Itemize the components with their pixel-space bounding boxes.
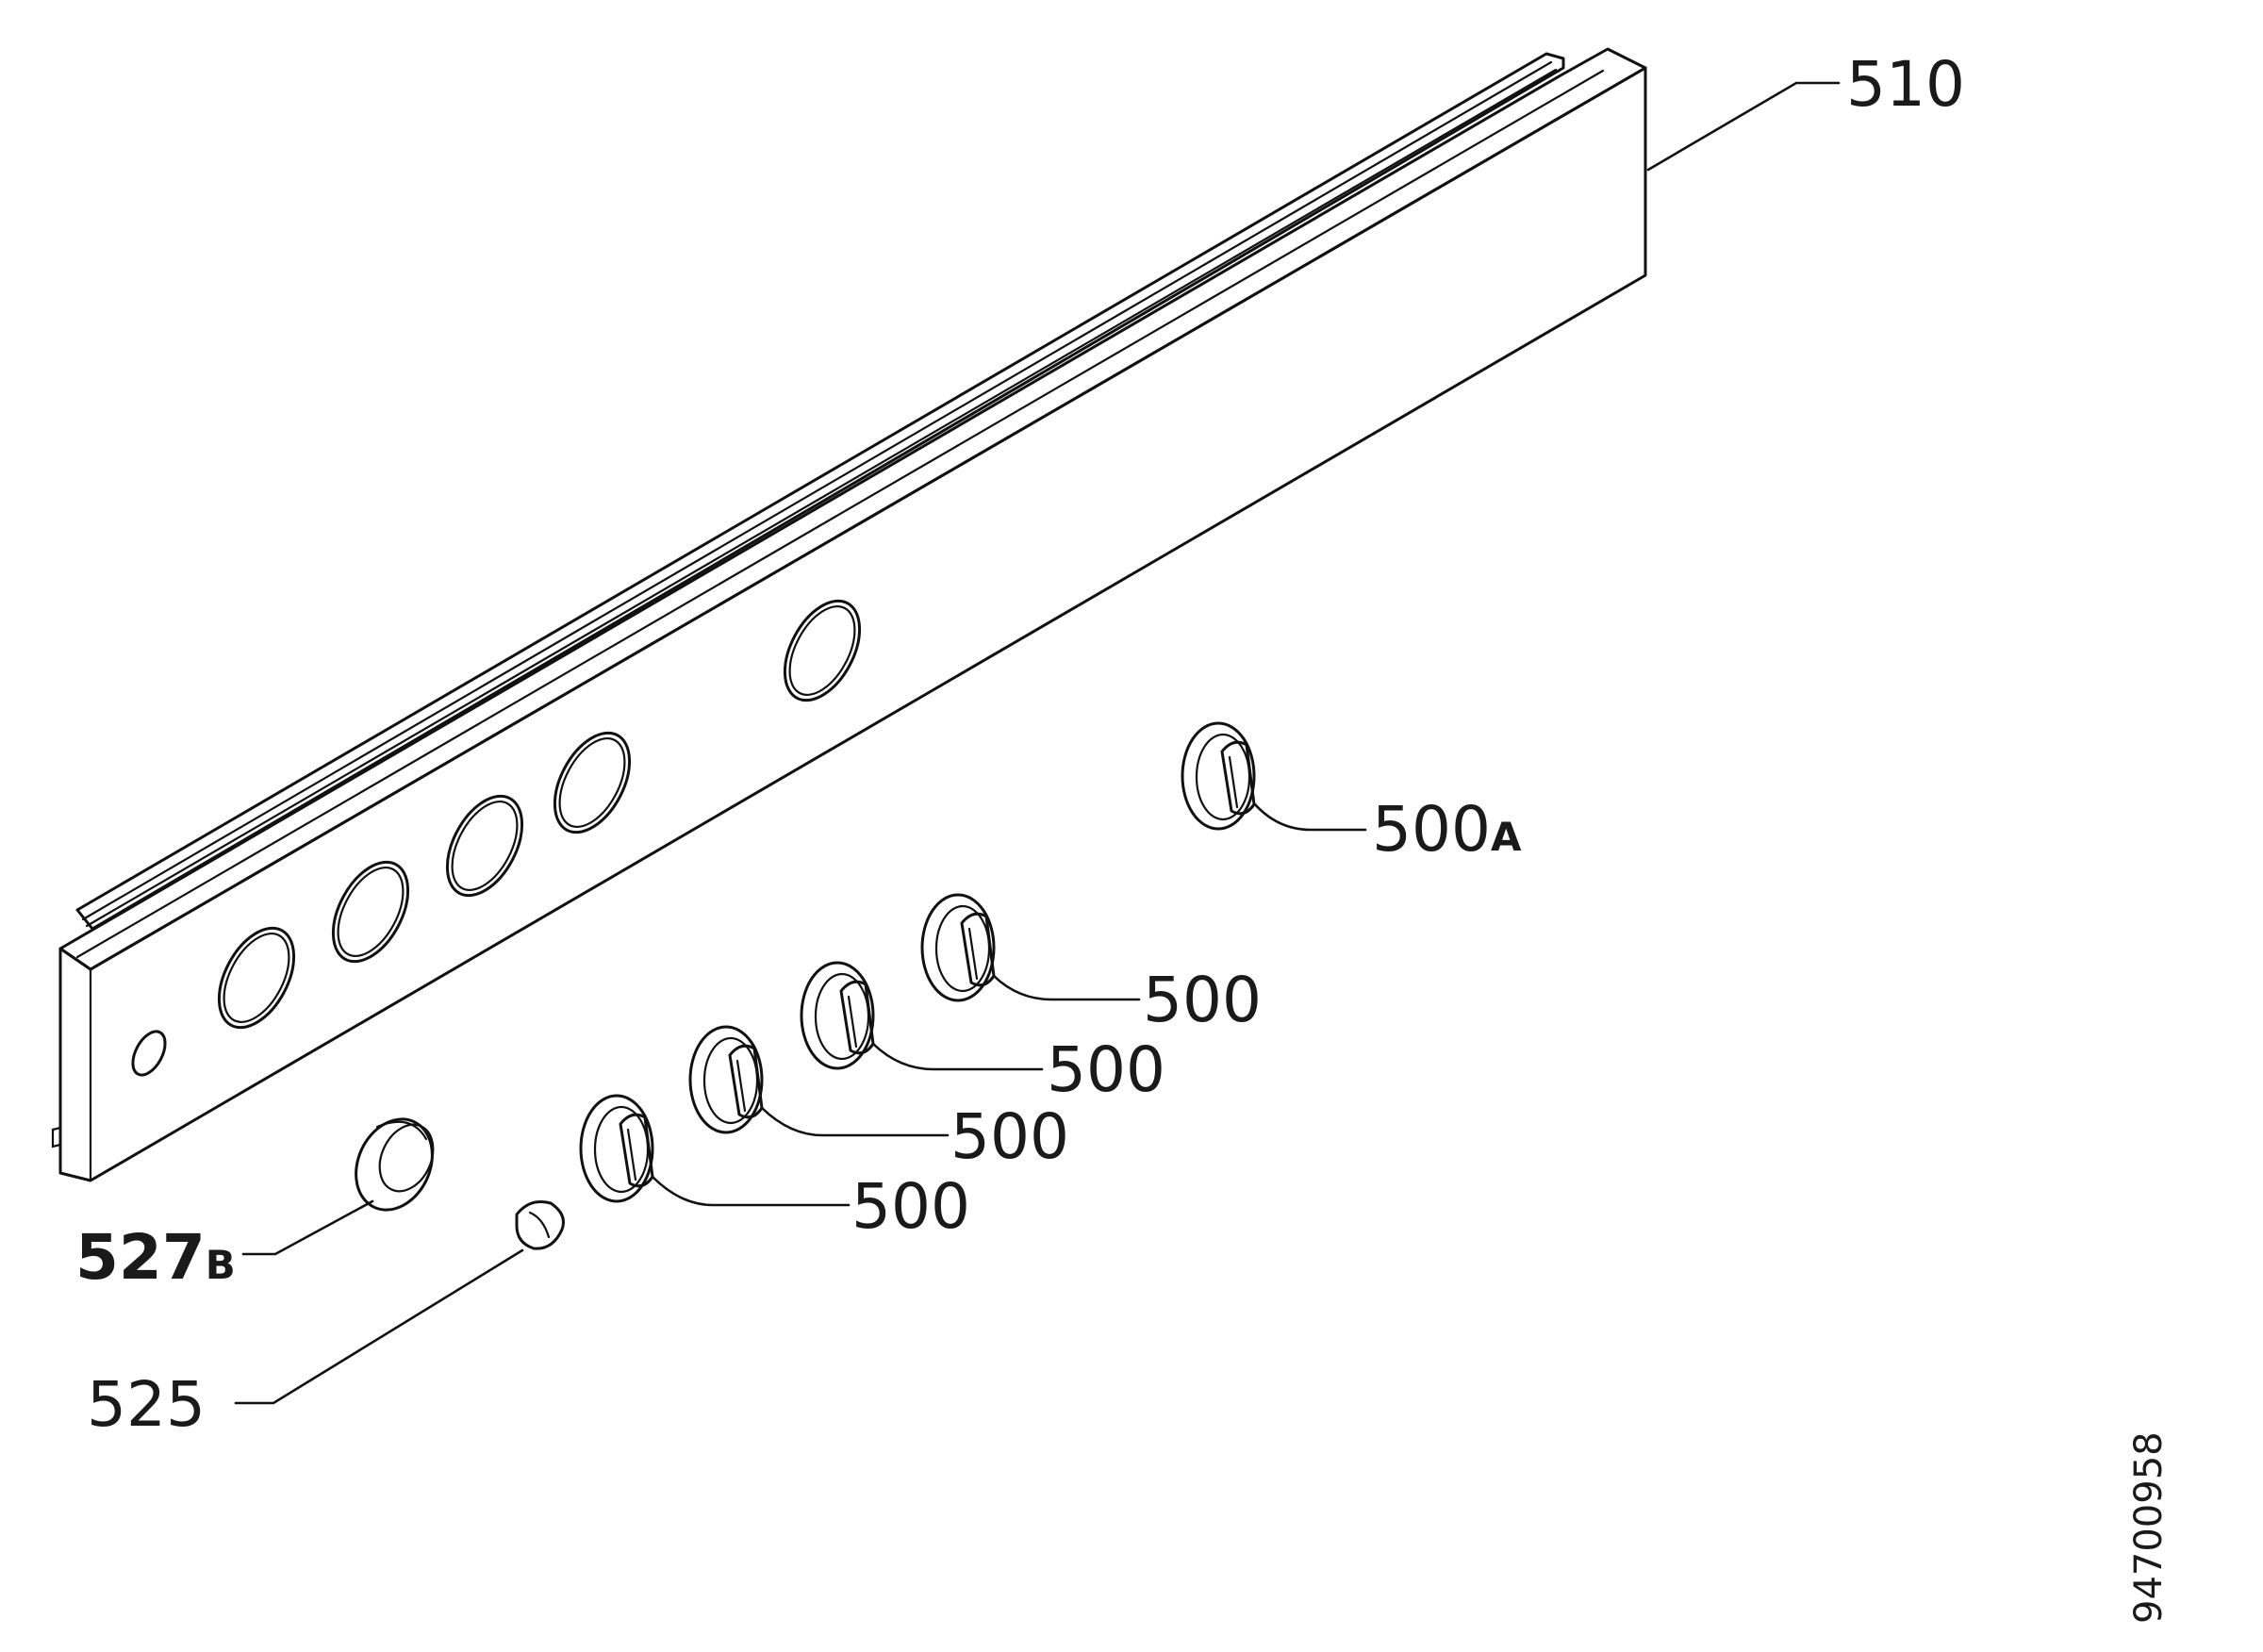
knob-2 <box>800 961 875 1070</box>
knob-special <box>1181 721 1256 831</box>
knob-4 <box>579 1094 654 1203</box>
panel-holes <box>131 599 862 1077</box>
label-knob-1: 500 <box>1143 964 1262 1036</box>
leader-cap <box>234 1248 524 1405</box>
panel-hole-1 <box>217 926 296 1030</box>
leader-knob-1 <box>992 974 1141 1001</box>
ring-part <box>355 1117 435 1212</box>
knob-3 <box>688 1025 764 1134</box>
label-knob-special: 500A <box>1372 793 1522 866</box>
leader-knob-3 <box>760 1106 950 1137</box>
leader-knob-2 <box>871 1042 1044 1071</box>
document-code: 94700958 <box>2127 1431 2171 1624</box>
panel-hole-small <box>131 1030 167 1077</box>
label-knob-3: 500 <box>950 1100 1069 1173</box>
leader-lines <box>234 81 1841 1405</box>
leader-ring <box>241 1199 374 1256</box>
leader-knob-4 <box>651 1175 851 1207</box>
label-panel: 510 <box>1846 48 1965 121</box>
label-knob-2: 500 <box>1047 1033 1165 1106</box>
label-ring: 527B <box>75 1221 236 1294</box>
label-knob-4: 500 <box>851 1170 970 1243</box>
cap-part <box>515 1200 565 1250</box>
knob-1 <box>920 893 996 1002</box>
panel-hole-4 <box>553 731 632 834</box>
panel-hole-5 <box>783 599 862 702</box>
panel-hole-2 <box>331 860 410 964</box>
leader-knob-special <box>1252 801 1367 832</box>
leader-panel <box>1646 81 1841 172</box>
control-panel-part <box>51 47 1647 1182</box>
label-cap: 525 <box>87 1368 206 1441</box>
panel-hole-3 <box>445 794 524 898</box>
